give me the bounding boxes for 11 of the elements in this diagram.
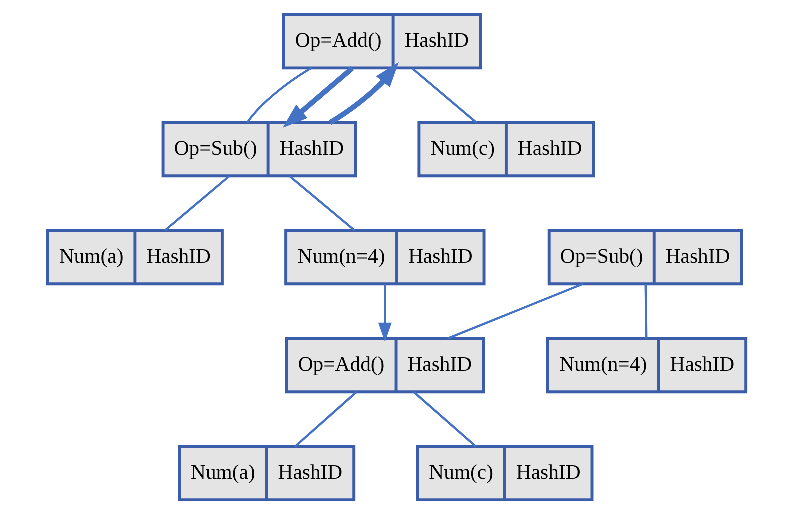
arrow xyxy=(282,66,354,128)
connector xyxy=(294,392,357,448)
arrow xyxy=(378,284,392,342)
connector xyxy=(246,67,312,124)
connector xyxy=(288,176,356,232)
connector xyxy=(644,284,648,339)
arrow xyxy=(328,62,398,126)
connector xyxy=(411,68,477,124)
connector xyxy=(164,176,230,232)
connector xyxy=(412,392,476,448)
connector xyxy=(447,283,584,340)
